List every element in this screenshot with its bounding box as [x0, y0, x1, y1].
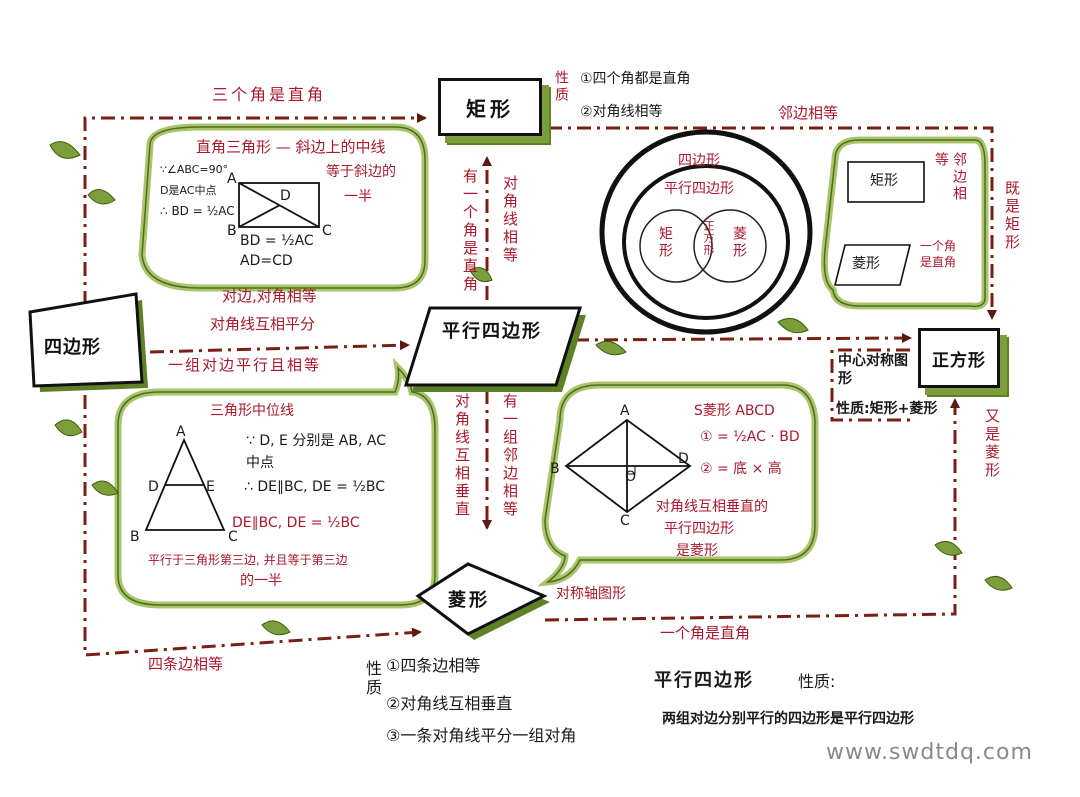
rt-given-1: ∵∠ABC=90° [160, 163, 229, 176]
arrow-quad-to-rect [83, 113, 427, 305]
rhombus-symmetry: 对称轴图形 [556, 586, 626, 602]
ml-given-3: ∴ DE∥BC, DE = ½BC [244, 479, 385, 495]
edge-square-2: 又是菱形 [983, 408, 1001, 480]
arrow-rect-to-square [548, 126, 997, 320]
edge-rhombus-square: 一个角是直角 [660, 624, 751, 642]
ml-point-d: D [148, 479, 159, 495]
rh-formula-1: ① = ½AC · BD [700, 429, 800, 445]
arrow-para-to-square [574, 333, 912, 344]
edge-para-rect-2: 对角线相等 [501, 175, 519, 265]
rh-point-a: A [620, 403, 630, 419]
rh-conclusion-2: 平行四边形 [664, 521, 734, 537]
midline-triangle-figure [144, 437, 226, 531]
ml-conclusion-2: 的一半 [240, 573, 282, 589]
rh-point-o: O [625, 469, 637, 485]
rt-title3: 一半 [344, 189, 372, 205]
edge-square-1: 既是矩形 [1003, 180, 1021, 252]
rt-given-2: D是AC中点 [160, 184, 217, 197]
venn-outer-label: 四边形 [678, 153, 720, 169]
quad-block-shape [28, 292, 144, 388]
rhombus-label: 菱形 [448, 590, 490, 611]
rt-result-2: AD=CD [240, 253, 293, 269]
square-prop: 性质:矩形+菱形 [836, 401, 938, 417]
venn-rect [639, 209, 713, 283]
side-rhombus-note: 一个角是直角 [920, 239, 957, 269]
rt-given-3: ∴ BD = ½AC [160, 204, 235, 218]
rh-conclusion-1: 对角线互相垂直的 [656, 499, 768, 515]
rhombus-prop-1: ①四条边相等 [386, 656, 481, 675]
ml-result: DE∥BC, DE = ½BC [232, 515, 360, 531]
rectangle-label: 矩形 [466, 96, 514, 121]
venn-inner-label: 平行四边形 [664, 181, 734, 197]
rect-prop-2: ②对角线相等 [580, 104, 663, 120]
rhombus-prop-3: ③一条对角线平分一组对角 [386, 726, 577, 745]
shape-blocks [28, 292, 586, 640]
para-block-shape [403, 306, 583, 387]
venn-diagram [599, 129, 813, 335]
edge-para-rhombus-2: 有一组邻边相等 [501, 393, 519, 519]
ml-title: 三角形中位线 [210, 403, 294, 419]
edge-para-rect-1: 有一个角是直角 [461, 168, 479, 294]
rhombus-block-shape [415, 562, 548, 636]
arrow-quad-to-para [149, 340, 410, 354]
footer-title-suffix: 性质: [798, 672, 836, 691]
rt-title2: 等于斜边的 [326, 164, 396, 180]
rhombus-figure [564, 418, 692, 514]
edge-quad-para-3: 一组对边平行且相等 [168, 356, 322, 374]
connector-lines [83, 113, 997, 657]
rt-point-a: A [227, 171, 237, 187]
rhombus-prop-2: ②对角线互相垂直 [386, 694, 513, 713]
edge-quad-rhombus: 四条边相等 [148, 655, 224, 673]
ml-point-b: B [130, 529, 140, 545]
venn-right-label: 菱形 [731, 226, 747, 260]
rh-point-d: D [678, 451, 689, 467]
venn-rhombus [693, 209, 767, 283]
venn-left-label: 矩形 [657, 226, 673, 260]
ml-given-2: 中点 [246, 455, 274, 471]
rh-point-b: B [550, 461, 560, 477]
square-sym: 中心对称图形 [838, 353, 908, 387]
rh-formula-2: ② = 底 × 高 [700, 461, 782, 477]
footer-title: 平行四边形 [654, 670, 754, 691]
quad-label: 四边形 [44, 337, 101, 358]
side-figures [833, 161, 925, 286]
side-rect-label: 矩形 [870, 173, 898, 189]
rt-result-1: BD = ½AC [240, 233, 314, 249]
rect-props-label: 性质 [553, 70, 569, 104]
edge-quad-rect: 三个角是直角 [212, 85, 327, 104]
bubble-outlines [117, 126, 986, 606]
rhombus-props-label: 性质 [363, 660, 382, 698]
edge-para-rhombus-1: 对角线互相垂直 [453, 393, 471, 519]
rect-prop-1: ①四个角都是直角 [580, 71, 691, 87]
ml-point-a: A [176, 424, 186, 440]
rh-area: S菱形 ABCD [694, 403, 775, 419]
para-label: 平行四边形 [442, 321, 542, 342]
rh-point-c: C [620, 513, 630, 529]
footer-definition: 两组对边分别平行的四边形是平行四边形 [662, 711, 914, 727]
edge-quad-para-2: 对角线互相平分 [210, 315, 316, 333]
rt-point-d: D [280, 188, 291, 204]
side-rhombus-label: 菱形 [852, 256, 880, 272]
rh-conclusion-3: 是菱形 [676, 543, 718, 559]
rt-title: 直角三角形 — 斜边上的中线 [196, 138, 386, 156]
watermark: www.swdtdq.com [826, 740, 1033, 765]
ml-point-c: C [228, 529, 238, 545]
ml-conclusion-1: 平行于三角形第三边, 并且等于第三边 [148, 553, 348, 567]
rt-point-c: C [322, 223, 332, 239]
square-node: 正方形 [918, 328, 1000, 388]
rt-point-b: B [227, 223, 237, 239]
edge-quad-para-1: 对边,对角相等 [222, 287, 317, 305]
rt-triangle-figure [238, 182, 320, 228]
square-label: 正方形 [932, 350, 986, 371]
edge-rect-square: 邻边相等 [778, 104, 839, 122]
arrow-rhombus-to-square [544, 398, 960, 622]
ml-given-1: ∵ D, E 分别是 AB, AC [246, 433, 386, 449]
square-props-bracket [830, 348, 912, 422]
leaves [49, 141, 1013, 636]
venn-mid-label: 正方形 [702, 220, 715, 256]
side-rect-note: 邻边相等 [933, 152, 967, 203]
rectangle-node: 矩形 [438, 78, 542, 136]
ml-point-e: E [206, 479, 215, 495]
